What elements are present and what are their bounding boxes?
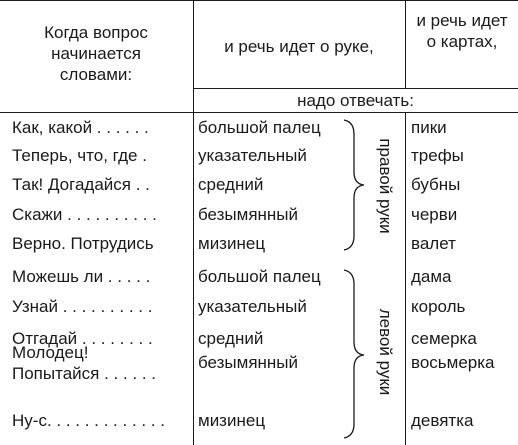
header-cards-column: и речь идет о картах, xyxy=(416,11,508,51)
column-divider-2 xyxy=(405,0,406,88)
finger-cell: средний xyxy=(198,175,264,194)
right-hand-label: правой руки xyxy=(376,138,395,234)
finger-cell: указательный xyxy=(198,146,307,165)
header-hand-column: и речь идет о руке, xyxy=(224,37,374,56)
card-cell: черви xyxy=(411,205,458,224)
finger-cell: большой палец xyxy=(198,118,321,137)
question-cell: Верно. Потрудись xyxy=(12,234,154,253)
card-cell: девятка xyxy=(411,411,474,430)
finger-cell: большой палец xyxy=(198,267,321,286)
finger-cell: безымянный xyxy=(198,353,299,372)
card-cell: король xyxy=(411,297,466,316)
card-cell: дама xyxy=(411,267,452,286)
finger-cell: средний xyxy=(198,329,264,348)
question-cell: Как, какой . . . . . . xyxy=(12,118,149,137)
card-cell: восьмерка xyxy=(411,353,495,372)
card-cell: валет xyxy=(411,234,456,253)
card-cell: семерка xyxy=(411,329,477,348)
card-cell: трефы xyxy=(411,146,464,165)
finger-cell: указательный xyxy=(198,297,307,316)
finger-cell: безымянный xyxy=(198,205,299,224)
table-top-border xyxy=(0,0,518,1)
question-cell: Отгадай . . . . . . . . xyxy=(12,329,153,348)
header-question-column: Когда вопрос начинается словами: xyxy=(44,23,148,84)
question-cell: Молодец! Попытайся . . . . . . xyxy=(12,343,157,383)
finger-cell: мизинец xyxy=(198,411,266,430)
column-divider-1 xyxy=(193,0,194,445)
left-hand-label: левой руки xyxy=(376,308,395,396)
right-hand-brace xyxy=(343,119,365,251)
question-cell: Узнай . . . . . . . . . . xyxy=(12,297,153,316)
header-bottom-border xyxy=(0,112,518,113)
card-cell: пики xyxy=(411,118,447,137)
question-cell: Скажи . . . . . . . . . . xyxy=(12,205,157,224)
card-cell: бубны xyxy=(411,175,461,194)
question-cell: Ну-с. . . . . . . . . . . . . xyxy=(12,411,166,430)
left-hand-brace xyxy=(343,269,365,439)
question-cell: Теперь, что, где . xyxy=(12,146,147,165)
question-cell: Можешь ли . . . . . xyxy=(12,267,151,286)
header-answer-row: надо отвечать: xyxy=(297,91,414,110)
column-divider-2-body xyxy=(405,112,406,445)
question-cell: Так! Догадайся . . xyxy=(12,175,150,194)
finger-cell: мизинец xyxy=(198,234,266,253)
answer-row-top-border xyxy=(193,88,518,89)
